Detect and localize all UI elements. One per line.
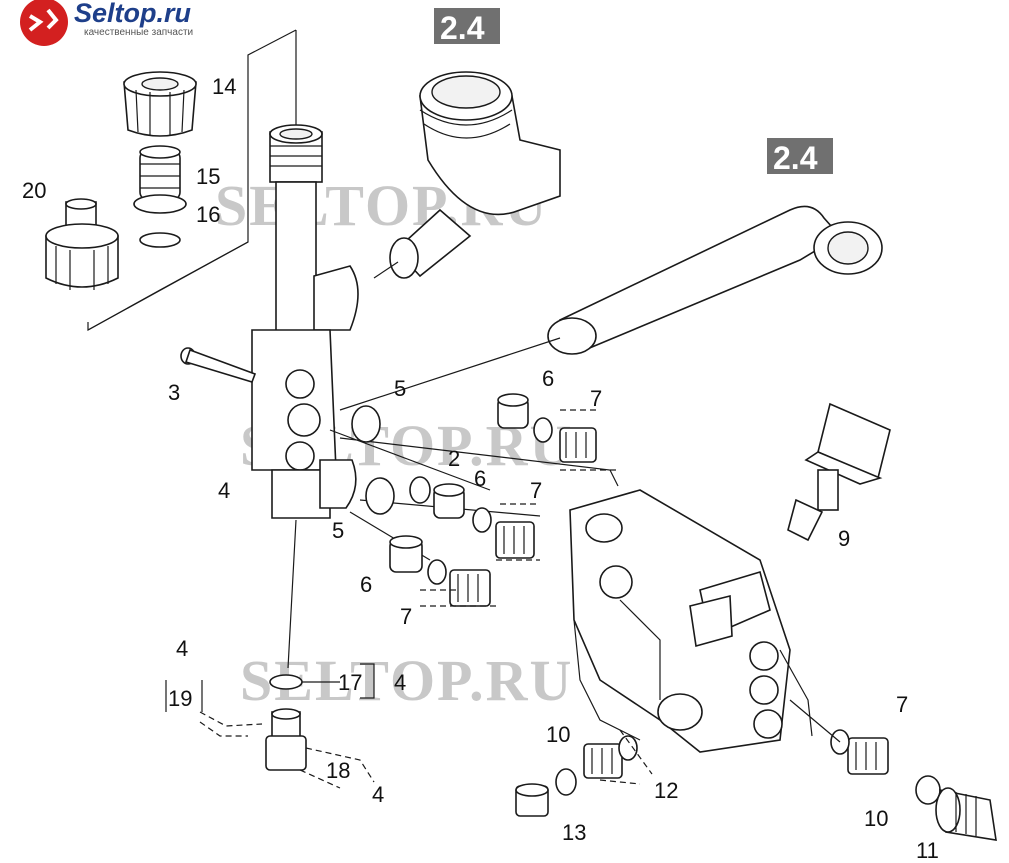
callout: 5 (332, 518, 344, 543)
part-valve-seat (389, 535, 423, 573)
part-hose-connector (45, 198, 119, 290)
callout: 7 (400, 604, 412, 629)
part-valve (847, 737, 889, 775)
callout: 16 (196, 202, 220, 227)
part-bent-pipe (547, 205, 883, 355)
callout: 3 (168, 380, 180, 405)
callout: 7 (590, 386, 602, 411)
callout: 10 (864, 806, 888, 831)
part-valve (559, 427, 597, 463)
part-bolt (180, 347, 257, 383)
part-inlet-manifold (251, 124, 359, 519)
callout: 6 (360, 572, 372, 597)
svg-text:2.4: 2.4 (773, 140, 818, 176)
callout: 14 (212, 74, 236, 99)
ref-box: 2.4 (434, 8, 500, 46)
part-o-ring (269, 674, 303, 690)
part-o-ring (915, 775, 941, 805)
logo-badge-icon (20, 0, 68, 46)
callout: 7 (530, 478, 542, 503)
part-o-ring (139, 232, 181, 248)
part-o-ring (365, 477, 395, 515)
part-valve-seat (433, 483, 465, 519)
logo-tagline: качественные запчасти (84, 27, 193, 38)
part-o-ring (555, 768, 577, 796)
seltop-logo: Seltop.ru качественные запчасти (20, 0, 193, 46)
callout: 20 (22, 178, 46, 203)
part-check-valve (583, 743, 623, 779)
callout: 6 (542, 366, 554, 391)
part-valve-seat (497, 393, 529, 429)
part-plug (265, 708, 307, 771)
callout: 10 (546, 722, 570, 747)
part-nut (123, 71, 197, 137)
callout: 17 (338, 670, 362, 695)
part-screw-plug (515, 783, 549, 817)
part-valve (449, 569, 491, 607)
part-nipple (133, 145, 187, 214)
callout: 5 (394, 376, 406, 401)
callout: 4 (176, 636, 188, 661)
callout: 4 (372, 782, 384, 807)
callout: 11 (916, 838, 939, 863)
callout: 9 (838, 526, 850, 551)
callout: 15 (196, 164, 220, 189)
part-o-ring (351, 405, 381, 443)
callout: 7 (896, 692, 908, 717)
callout: 4 (218, 478, 230, 503)
ref-box: 2.4 (767, 138, 833, 176)
part-valve (495, 521, 535, 559)
callout: 12 (654, 778, 678, 803)
logo-name: Seltop.ru (74, 0, 192, 28)
part-pump-head (569, 489, 791, 753)
callout: 2 (448, 446, 460, 471)
callout: 18 (326, 758, 350, 783)
part-pump-cylinder (389, 71, 561, 279)
part-o-ring (409, 476, 431, 504)
svg-text:2.4: 2.4 (440, 10, 485, 46)
part-pressure-switch (787, 402, 891, 542)
part-end-cap (935, 787, 997, 841)
callout: 6 (474, 466, 486, 491)
callout: 13 (562, 820, 586, 845)
callout: 4 (394, 670, 406, 695)
callout: 19 (168, 686, 192, 711)
